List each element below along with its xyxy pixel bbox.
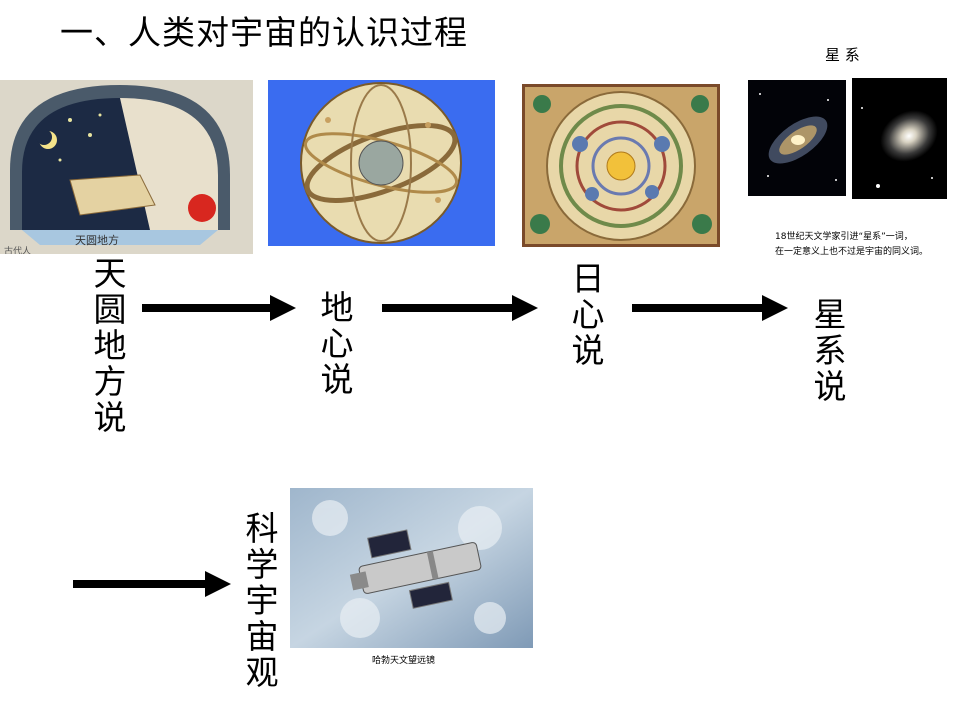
tianyuan-caption-2: 古代人 <box>4 247 32 254</box>
tianyuan-difang-image: 天圆地方 古代人 <box>0 80 253 254</box>
stage-label-scientific-cosmology: 科学宇宙观 <box>245 509 279 692</box>
arrow-2 <box>382 295 538 321</box>
spiral-galaxy-image <box>748 80 846 196</box>
stage-label-tianyuan-difang: 天圆地方说 <box>93 254 127 437</box>
arrow-4 <box>73 571 231 597</box>
galaxy-heading: 星 系 <box>825 46 860 64</box>
heliocentric-model-image <box>522 84 720 247</box>
elliptical-galaxy-image <box>852 78 947 199</box>
stage-label-heliocentric: 日心说 <box>571 259 605 370</box>
galaxy-note-line1: 18世纪天文学家引进“星系”一词， <box>775 232 913 242</box>
hubble-telescope-image <box>290 488 533 648</box>
page-title: 一、人类对宇宙的认识过程 <box>60 13 468 52</box>
arrow-3 <box>632 295 788 321</box>
geocentric-model-image <box>268 80 495 246</box>
hubble-caption: 哈勃天文望远镜 <box>372 656 436 666</box>
arrow-1 <box>142 295 296 321</box>
tianyuan-caption: 天圆地方 <box>75 234 119 247</box>
galaxy-note-line2: 在一定意义上也不过是宇宙的同义词。 <box>775 247 929 257</box>
stage-label-galaxy-theory: 星系说 <box>813 295 847 406</box>
stage-label-geocentric: 地心说 <box>320 288 354 399</box>
